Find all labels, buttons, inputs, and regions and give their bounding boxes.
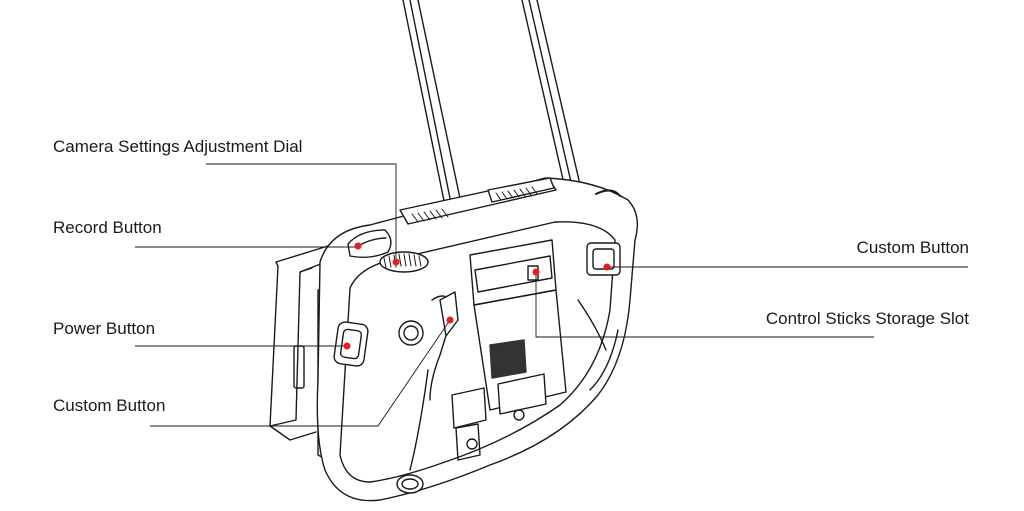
marker-dial bbox=[392, 258, 400, 266]
controller-body bbox=[269, 177, 638, 502]
marker-power bbox=[343, 342, 351, 350]
marker-slot bbox=[532, 268, 540, 276]
callout-record-button: Record Button bbox=[53, 218, 162, 237]
callout-control-sticks-slot: Control Sticks Storage Slot bbox=[765, 309, 969, 328]
marker-custom-right bbox=[603, 263, 611, 271]
marker-custom-left bbox=[446, 316, 454, 324]
marker-record bbox=[354, 242, 362, 250]
callout-custom-button-left: Custom Button bbox=[53, 396, 166, 415]
callout-camera-settings-dial: Camera Settings Adjustment Dial bbox=[53, 137, 303, 156]
callout-custom-button-right: Custom Button bbox=[856, 238, 969, 257]
leader-line-slot bbox=[535, 272, 874, 338]
callout-power-button: Power Button bbox=[53, 319, 156, 338]
leader-line-dial bbox=[206, 163, 397, 262]
leader-line-custom-left bbox=[150, 319, 451, 427]
